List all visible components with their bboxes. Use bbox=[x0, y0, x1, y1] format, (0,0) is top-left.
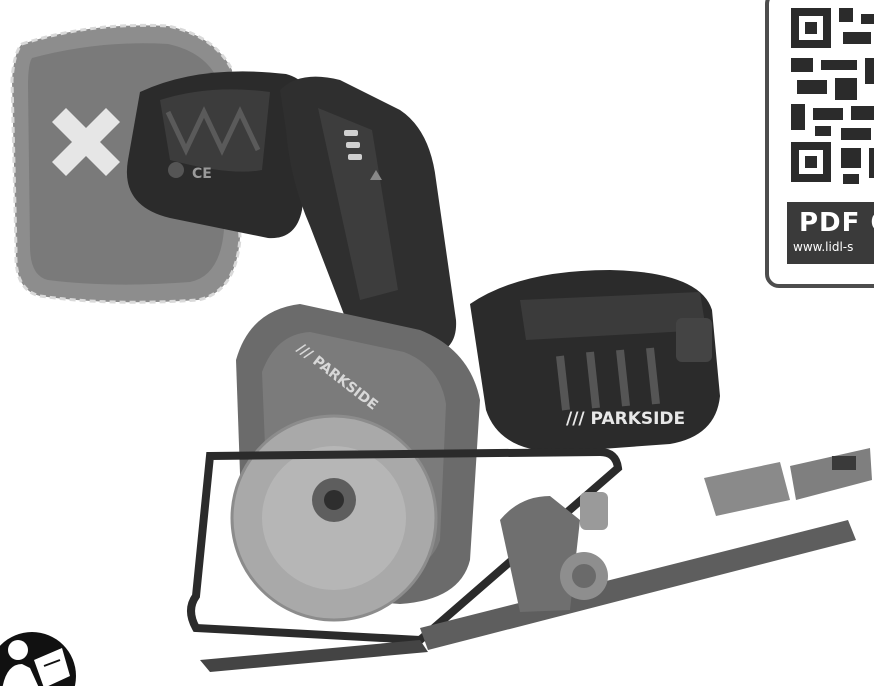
pdf-online-label[interactable]: PDF O www.lidl-s bbox=[787, 202, 874, 264]
motor-housing: /// PARKSIDE bbox=[470, 270, 720, 452]
saw-body-upper bbox=[280, 76, 457, 363]
qr-code-card[interactable]: PDF O www.lidl-s bbox=[765, 0, 874, 288]
depth-adjust bbox=[500, 492, 608, 612]
saw-blade bbox=[230, 414, 438, 622]
rip-fence bbox=[704, 448, 872, 516]
pdf-url[interactable]: www.lidl-s bbox=[793, 240, 854, 254]
qr-code[interactable] bbox=[791, 8, 874, 198]
read-manual-icon bbox=[0, 632, 76, 686]
saw-handle: CE bbox=[126, 71, 313, 239]
ce-mark: CE bbox=[192, 166, 212, 182]
base-plate bbox=[187, 447, 856, 672]
cross-icon bbox=[52, 108, 120, 176]
pdf-label: PDF O bbox=[799, 208, 874, 238]
motor-brand-label: /// PARKSIDE bbox=[566, 409, 685, 429]
